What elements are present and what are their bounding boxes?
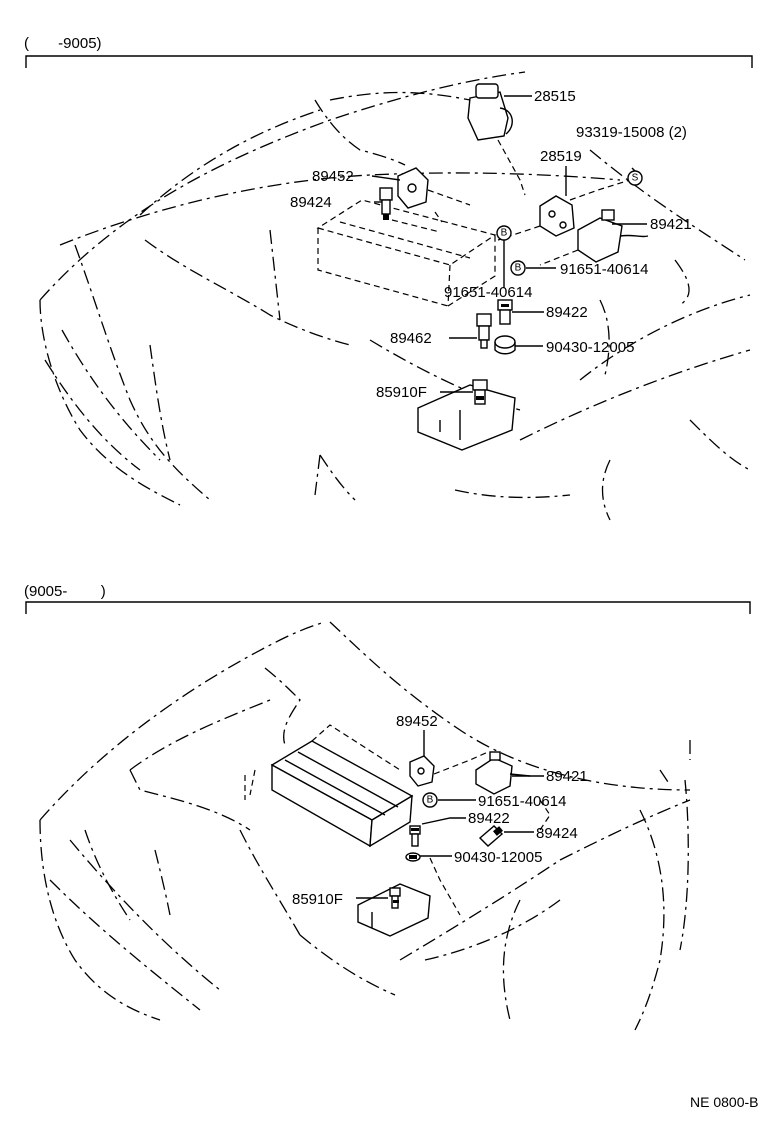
section-1-bracket	[25, 55, 753, 68]
sensor-89422-top	[497, 299, 513, 325]
svg-text:S: S	[632, 173, 639, 184]
callout-91651-40614: 91651-40614	[478, 793, 566, 810]
grommet-90430-top	[494, 335, 516, 355]
callout-89424: 89424	[536, 825, 578, 842]
callout-85910F: 85910F	[292, 891, 343, 908]
screw-symbol: S	[627, 170, 643, 186]
callout-93319-15008: 93319-15008 (2)	[576, 124, 687, 141]
callout-89452: 89452	[396, 713, 438, 730]
callout-91651-40614-a: 91651-40614	[560, 261, 648, 278]
callout-90430-12005: 90430-12005	[546, 339, 634, 356]
sensor-89424-top	[379, 187, 441, 233]
vsv-28515	[467, 83, 526, 196]
grommet-90430-bottom	[405, 852, 421, 862]
sensor-89422-bottom	[409, 825, 421, 847]
section-2-range: (9005- )	[24, 583, 106, 600]
bolt-symbol: B	[496, 225, 512, 241]
section-1-range: ( -9005)	[24, 35, 102, 52]
bolt-symbol: B	[422, 792, 438, 808]
page-code: NE 0800-B	[690, 1094, 758, 1110]
callout-28519: 28519	[540, 148, 582, 165]
sensor-89462-top	[476, 313, 492, 349]
vsv-89421-top	[539, 209, 649, 266]
callout-89422: 89422	[468, 810, 510, 827]
car-body-outline-2	[39, 621, 691, 1031]
callout-89422: 89422	[546, 304, 588, 321]
bracket-85910F-bottom	[357, 883, 431, 937]
callout-89452: 89452	[312, 168, 354, 185]
section-1: ( -9005)	[24, 35, 753, 521]
section-2: (9005- )	[24, 583, 751, 1031]
sensor-89452-top	[397, 167, 471, 209]
engine-cover-1	[316, 199, 497, 307]
vsv-89421-bottom	[475, 751, 531, 795]
svg-text:B: B	[501, 228, 508, 239]
callout-89421: 89421	[546, 768, 588, 785]
engine-cover-2	[244, 724, 414, 848]
bolt-symbol: B	[510, 260, 526, 276]
callout-28515: 28515	[534, 88, 576, 105]
sensor-89424-bottom	[478, 825, 504, 847]
callout-90430-12005: 90430-12005	[454, 849, 542, 866]
svg-text:B: B	[515, 263, 522, 274]
section-2-bracket	[25, 601, 751, 614]
bracket-85910F-top	[417, 379, 516, 451]
callout-89462: 89462	[390, 330, 432, 347]
callout-89424: 89424	[290, 194, 332, 211]
svg-text:B: B	[427, 795, 434, 806]
bracket-28519	[497, 179, 631, 241]
callout-89421: 89421	[650, 216, 692, 233]
callout-85910F: 85910F	[376, 384, 427, 401]
leaders-2	[356, 730, 551, 916]
callout-91651-40614-b: 91651-40614	[444, 284, 532, 301]
